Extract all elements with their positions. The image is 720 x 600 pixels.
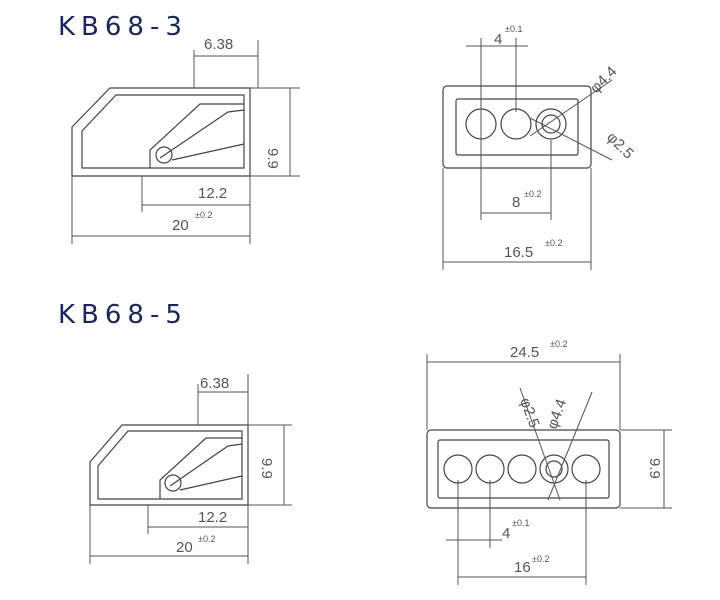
kb68-5-contact <box>169 443 243 487</box>
kb68-5-dim-inner: 12.2 <box>198 509 227 526</box>
kb68-3-dim-outer-dia: φ4.4 <box>587 63 621 97</box>
kb68-5-hole-4-inner <box>545 460 563 478</box>
kb68-3-dim-inner-dia: φ2.5 <box>603 129 637 163</box>
kb68-5-latch <box>159 437 242 499</box>
kb68-3-dim-length: 20 <box>172 217 189 234</box>
kb68-5-front-inner <box>437 439 610 499</box>
kb68-5-hole-5 <box>571 454 601 484</box>
kb68-5-dim-length-tol: ±0.2 <box>198 534 215 544</box>
kb68-3-front-outer <box>442 85 592 169</box>
kb68-5-dim-span-tol: ±0.2 <box>532 554 549 564</box>
kb68-5-hole-4 <box>539 454 569 484</box>
kb68-3-front-inner <box>455 98 579 156</box>
kb68-5-hole-1 <box>443 454 473 484</box>
kb68-3-dim-span-tol: ±0.2 <box>524 189 541 199</box>
kb68-3-dim-length-tol: ±0.2 <box>195 210 212 220</box>
kb68-5-dim-height: 9.9 <box>258 458 275 479</box>
kb68-3-dim-height: 9.9 <box>264 148 281 169</box>
kb68-3-dim-width: 16.5 <box>504 244 533 261</box>
kb68-5-dim-pitch-tol: ±0.1 <box>512 518 529 528</box>
kb68-3-dim-pitch-tol: ±0.1 <box>505 24 522 34</box>
kb68-3-side-view: 6.38 9.9 12.2 20 ±0.2 <box>71 36 300 244</box>
kb68-5-dim-pitch: 4 <box>502 525 510 542</box>
kb68-5-dim-top: 6.38 <box>200 375 229 392</box>
kb68-5-dim-height: 9.9 <box>646 458 663 479</box>
kb68-5-hole-3 <box>507 454 537 484</box>
kb68-3-hole-2 <box>500 108 532 140</box>
kb68-5-front-view: 24.5 ±0.2 φ2.5 φ4.4 9.9 4 ±0.1 16 ±0.2 <box>426 339 672 585</box>
kb68-3-side-outer <box>71 87 251 177</box>
kb68-3-front-view: 4 ±0.1 φ4.4 φ2.5 8 ±0.2 16.5 ±0.2 <box>442 24 637 270</box>
kb68-5-side-view: 6.38 9.9 12.2 20 ±0.2 <box>89 374 292 564</box>
kb68-5-dim-width: 24.5 <box>510 344 539 361</box>
kb68-3-title: KB68-3 <box>58 12 188 42</box>
kb68-3-hole-3 <box>535 108 567 140</box>
kb68-3-dim-top: 6.38 <box>204 36 233 53</box>
kb68-5-dim-outer-dia: φ4.4 <box>544 397 570 432</box>
kb68-3-dim-pitch: 4 <box>494 31 502 48</box>
kb68-3-contact <box>159 109 245 159</box>
kb68-5-contact-lower <box>179 475 243 491</box>
kb68-5-title: KB68-5 <box>58 300 188 330</box>
kb68-5-front-outer <box>426 429 621 509</box>
kb68-3-contact-lower <box>171 143 245 161</box>
kb68-5-dim-inner-dia: φ2.5 <box>516 396 542 431</box>
kb68-5-hole-2 <box>475 454 505 484</box>
kb68-5-pin <box>164 474 182 492</box>
kb68-5-dim-length: 20 <box>176 539 193 556</box>
kb68-3-pin <box>155 146 173 164</box>
kb68-5-dim-width-tol: ±0.2 <box>550 339 567 349</box>
kb68-5-side-inner <box>97 430 243 500</box>
kb68-3-dim-width-tol: ±0.2 <box>545 238 562 248</box>
kb68-3-dim-span: 8 <box>512 194 520 211</box>
kb68-3-dim-inner: 12.2 <box>198 185 227 202</box>
kb68-5-side-outer <box>89 424 249 506</box>
kb68-5-dim-span: 16 <box>514 559 531 576</box>
kb68-3-latch <box>149 103 244 168</box>
kb68-3-side-inner <box>81 94 245 169</box>
